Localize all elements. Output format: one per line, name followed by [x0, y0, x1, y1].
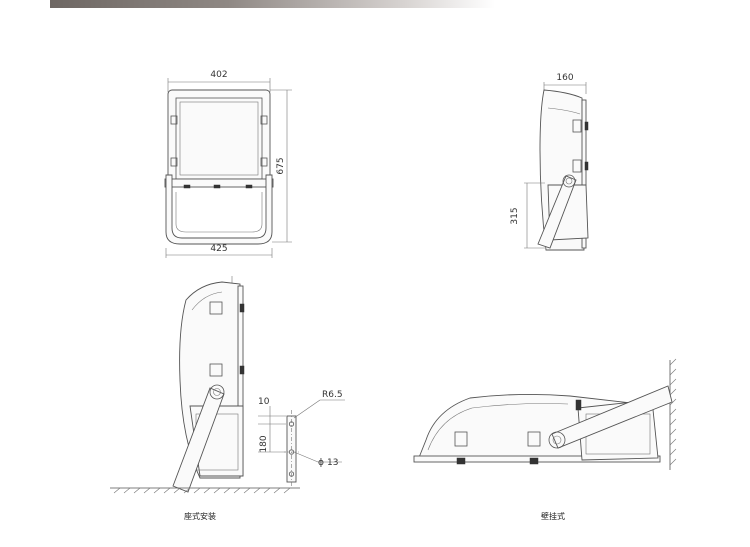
dim-hole-diameter: 13	[327, 458, 338, 468]
wall-mount-view: 壁挂式	[413, 358, 677, 521]
dim-hole-spacing: 180	[259, 435, 269, 452]
caption-floor-mount: 座式安装	[184, 511, 216, 521]
caption-wall-mount: 壁挂式	[541, 511, 565, 521]
bracket-detail: 10 180 R6.5 ϕ 13	[258, 390, 345, 488]
dim-depth: 160	[556, 73, 573, 83]
dim-mount-height: 315	[510, 207, 520, 224]
side-view: 160 315	[510, 73, 589, 251]
dim-width-bottom: 425	[210, 244, 227, 254]
dim-width-top: 402	[210, 70, 227, 80]
dim-height: 675	[276, 157, 286, 174]
dim-top-offset: 10	[258, 397, 270, 407]
header-bar	[50, 0, 495, 8]
diameter-symbol: ϕ	[318, 458, 324, 468]
floor-mount-view: 座式安装	[110, 276, 300, 521]
dim-radius: R6.5	[322, 390, 343, 400]
front-view: 402 675 425	[164, 70, 292, 258]
